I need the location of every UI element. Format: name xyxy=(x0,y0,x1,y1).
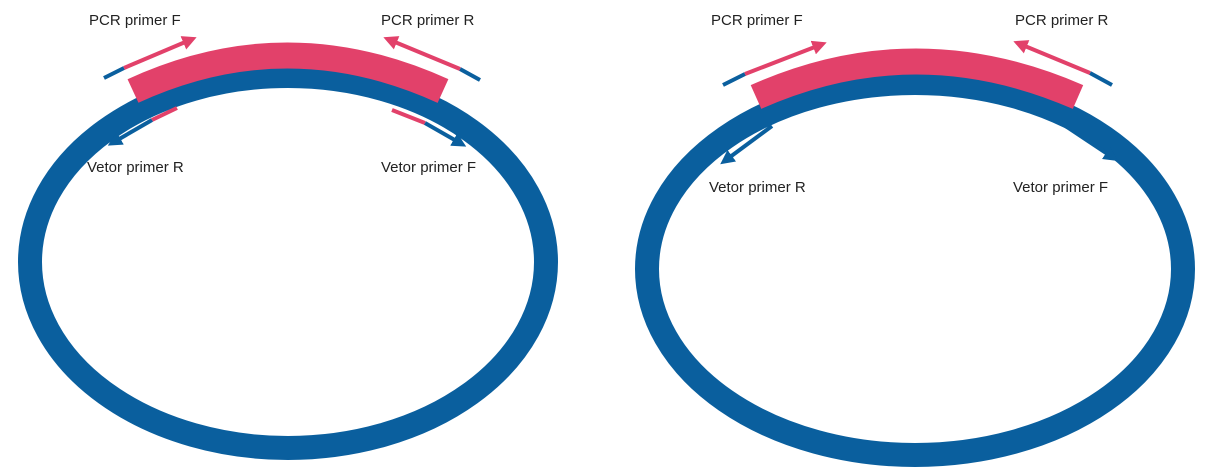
insert-segment xyxy=(127,42,449,103)
label-pcr-primer-r: PCR primer R xyxy=(1015,12,1109,29)
panel-left: PCR primer F PCR primer R Vetor primer R… xyxy=(18,12,558,460)
label-vector-primer-r: Vetor primer R xyxy=(87,159,184,176)
plasmid-vector-ring xyxy=(18,64,558,460)
pcr-primer-f-arrow xyxy=(722,40,827,87)
pcr-primer-r-arrow xyxy=(383,36,481,82)
insert-segment xyxy=(750,48,1084,109)
plasmid-vector-ring xyxy=(635,71,1195,467)
panel-right: PCR primer F PCR primer R Vetor primer R… xyxy=(635,12,1195,467)
vector-primer-r-arrow xyxy=(107,106,178,146)
label-pcr-primer-f: PCR primer F xyxy=(711,12,803,29)
pcr-primer-f-arrow xyxy=(103,36,197,80)
vector-primer-r-arrow xyxy=(720,124,774,165)
vector-primer-f-arrow xyxy=(1059,121,1118,161)
label-pcr-primer-r: PCR primer R xyxy=(381,12,475,29)
pcr-primer-r-arrow xyxy=(1013,40,1113,87)
label-pcr-primer-f: PCR primer F xyxy=(89,12,181,29)
label-vector-primer-f: Vetor primer F xyxy=(381,159,476,176)
label-vector-primer-f: Vetor primer F xyxy=(1013,179,1108,196)
label-vector-primer-r: Vetor primer R xyxy=(709,179,806,196)
vector-primer-f-arrow xyxy=(391,108,467,147)
